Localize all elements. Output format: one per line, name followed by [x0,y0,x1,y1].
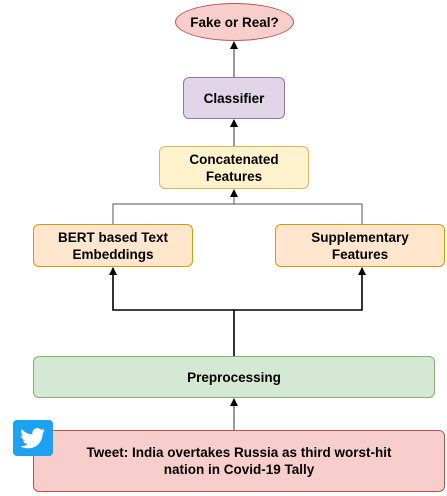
edge-supplementary-to-concat [234,203,363,224]
concat-label-line2: Features [205,168,263,184]
bert-label-line2: Embeddings [72,246,154,262]
output-node: Fake or Real? [175,3,294,41]
concatenated-features-node: Concatenated Features [159,146,309,189]
output-label: Fake or Real? [190,14,279,30]
bert-label-line1: BERT based Text [57,229,169,245]
edge-bert-to-concat [112,189,238,224]
tweet-input-node: Tweet: India overtakes Russia as third w… [33,430,445,492]
supplementary-label-line1: Supplementary [311,229,409,245]
classifier-node: Classifier [183,77,285,119]
preprocessing-node: Preprocessing [33,356,435,398]
edge-preprocessing-to-bert [109,267,235,356]
tweet-label-line1: Tweet: India overtakes Russia as third w… [86,445,392,460]
edge-preprocessing-to-supplementary [234,267,366,311]
twitter-bird-icon [13,420,53,456]
classifier-label: Classifier [203,90,265,106]
preprocessing-label: Preprocessing [187,369,281,385]
concat-label-line1: Concatenated [189,151,279,167]
supplementary-features-node: Supplementary Features [275,224,445,267]
tweet-label-line2: nation in Covid-19 Tally [163,462,315,477]
supplementary-label-line2: Features [331,246,389,262]
bert-embeddings-node: BERT based Text Embeddings [33,224,193,267]
